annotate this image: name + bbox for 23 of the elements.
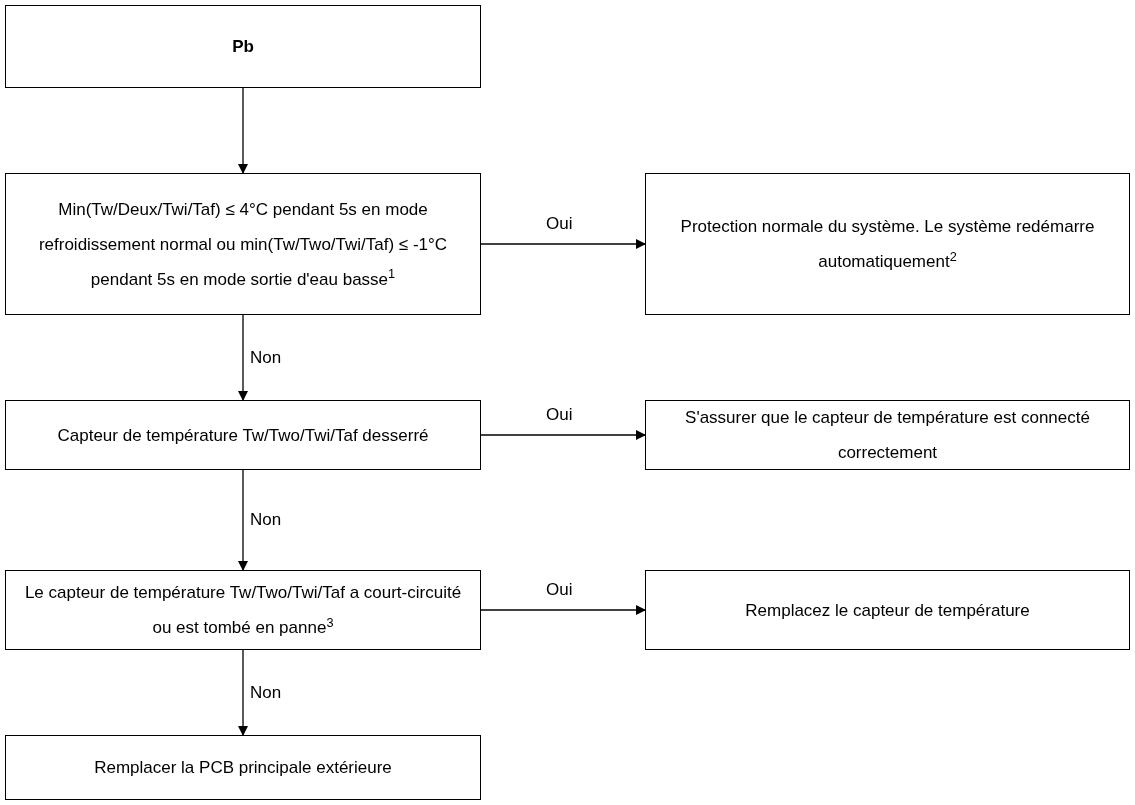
arrow xyxy=(238,649,248,736)
arrow xyxy=(238,87,248,174)
box-text: Pb xyxy=(232,36,254,58)
process-box xyxy=(645,173,1130,315)
box-text: Capteur de température Tw/Two/Twi/Taf desserré xyxy=(57,424,429,447)
box-text: Le capteur de température Tw/Two/Twi/Taf a court-circuité ou est tombé en panne$^{3}$ xyxy=(23,582,463,639)
process-box xyxy=(5,400,481,470)
arrow xyxy=(480,605,646,615)
process-box xyxy=(5,570,481,650)
process-box xyxy=(5,735,481,800)
arrow xyxy=(480,239,646,249)
box-text: S'assurer que le capteur de température est connecté correctement xyxy=(684,407,1091,464)
box-text: Min(Tw/Deux/Twi/Taf) ≤ 4°C pendant 5s en mode refroidissement normal ou min(Tw/Two/Twi/Taf) ≤ -1°C pendant 5s en mode sortie d'eau basse$^{1}$ xyxy=(37,198,449,291)
box-text: Protection normale du système. Le système redémarre automatiquement$^{2}$ xyxy=(679,216,1096,273)
process-box xyxy=(5,173,481,315)
arrow xyxy=(480,430,646,440)
arrow xyxy=(238,469,248,571)
arrow xyxy=(238,314,248,401)
process-box xyxy=(645,570,1130,650)
process-box xyxy=(5,5,481,88)
box-text: Remplacer la PCB principale extérieure xyxy=(94,757,392,779)
box-text: Remplacez le capteur de température xyxy=(745,599,1030,622)
process-box xyxy=(645,400,1130,470)
